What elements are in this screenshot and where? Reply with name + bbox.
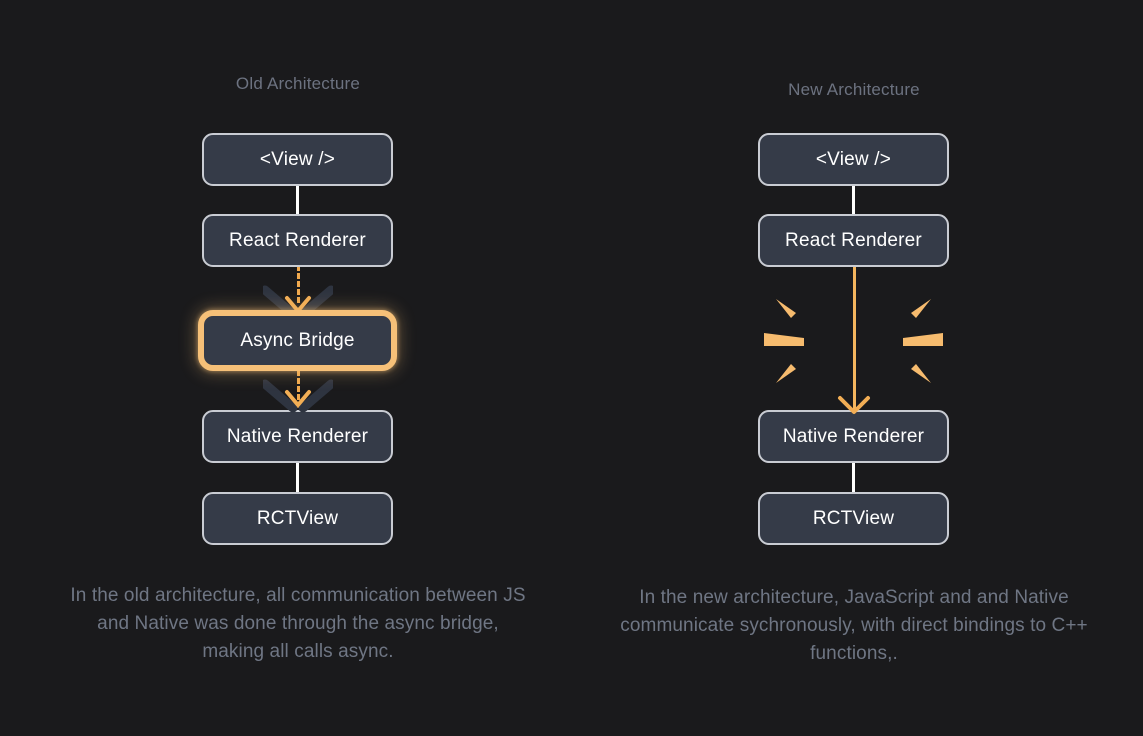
node-native-renderer-new[interactable]: Native Renderer (758, 410, 949, 463)
node-rctview-new[interactable]: RCTView (758, 492, 949, 545)
connector-react-to-native-direct (853, 265, 856, 412)
connector-view-to-react-left (296, 184, 299, 217)
node-react-renderer-old[interactable]: React Renderer (202, 214, 393, 267)
node-label: Native Renderer (226, 425, 369, 447)
new-architecture-title: New Architecture (788, 80, 920, 99)
node-react-renderer-new[interactable]: React Renderer (758, 214, 949, 267)
node-view-old[interactable]: <View /> (202, 133, 393, 186)
new-architecture-column: New Architecture <View /> React (574, 0, 1134, 736)
connector-react-to-bridge (297, 265, 300, 303)
connector-native-to-rct-left (296, 461, 299, 495)
connector-native-to-rct-right (852, 461, 855, 495)
node-label: Async Bridge (240, 329, 355, 351)
node-label: React Renderer (785, 229, 922, 251)
node-label: RCTView (812, 507, 895, 529)
node-label: <View /> (259, 148, 336, 170)
node-label: <View /> (815, 148, 892, 170)
node-label: Native Renderer (782, 425, 925, 447)
node-view-new[interactable]: <View /> (758, 133, 949, 186)
node-native-renderer-old[interactable]: Native Renderer (202, 410, 393, 463)
old-architecture-column: Old Architecture <View /> React Renderer… (18, 0, 578, 736)
node-label: React Renderer (229, 229, 366, 251)
connector-bridge-to-native (297, 370, 300, 408)
old-architecture-caption: In the old architecture, all communicati… (70, 585, 526, 662)
node-rctview-old[interactable]: RCTView (202, 492, 393, 545)
node-label: RCTView (256, 507, 339, 529)
new-architecture-caption: In the new architecture, JavaScript and … (620, 587, 1088, 664)
connector-view-to-react-right (852, 184, 855, 217)
node-async-bridge[interactable]: Async Bridge (198, 310, 397, 371)
old-architecture-title: Old Architecture (235, 74, 361, 93)
